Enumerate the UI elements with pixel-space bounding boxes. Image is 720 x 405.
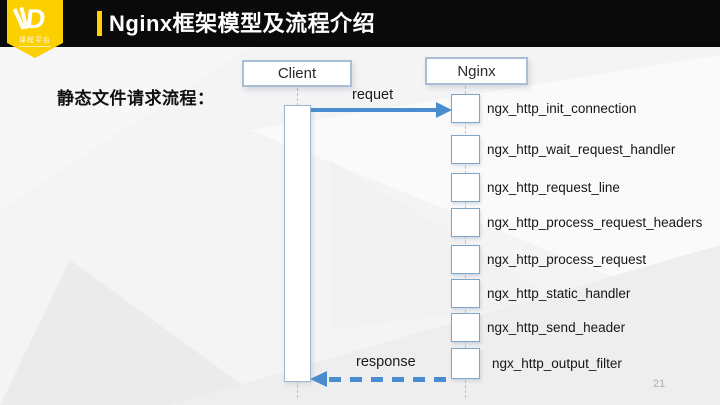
page-title: Nginx框架模型及流程介绍	[109, 11, 376, 36]
title-accent-bar	[97, 11, 102, 36]
logo-letter: D	[24, 4, 48, 34]
nginx-lifeline	[465, 86, 466, 398]
d-logo-icon: D	[12, 4, 55, 34]
step-box-request-line	[451, 173, 480, 202]
step-box-process-request	[451, 245, 480, 274]
step-label: ngx_http_wait_request_handler	[487, 142, 676, 157]
step-box-output-filter	[451, 348, 480, 379]
step-box-process-request-headers	[451, 208, 480, 237]
logo-caption: 课程平台	[19, 35, 51, 47]
page-number: 21	[653, 378, 666, 390]
step-label: ngx_http_init_connection	[487, 101, 637, 116]
response-arrowhead-icon	[310, 371, 327, 387]
client-actor-box: Client	[242, 60, 352, 87]
response-arrow-line	[329, 377, 451, 382]
step-box-init-connection	[451, 94, 480, 123]
header-bar	[0, 0, 720, 47]
request-label: requet	[352, 87, 394, 103]
request-arrow-line	[311, 108, 438, 112]
step-label: ngx_http_send_header	[487, 320, 626, 335]
step-label: ngx_http_static_handler	[487, 286, 631, 301]
step-box-static-handler	[451, 279, 480, 308]
step-label: ngx_http_process_request_headers	[487, 215, 703, 230]
step-label: ngx_http_process_request	[487, 252, 647, 267]
nginx-actor-box: Nginx	[425, 57, 528, 85]
response-label: response	[356, 354, 416, 370]
step-box-send-header	[451, 313, 480, 342]
client-activation-bar	[284, 105, 311, 382]
step-label: ngx_http_request_line	[487, 180, 620, 195]
request-arrowhead-icon	[436, 102, 452, 118]
section-label: 静态文件请求流程：	[57, 89, 215, 108]
step-label: ngx_http_output_filter	[492, 356, 622, 371]
step-box-wait-request-handler	[451, 135, 480, 164]
